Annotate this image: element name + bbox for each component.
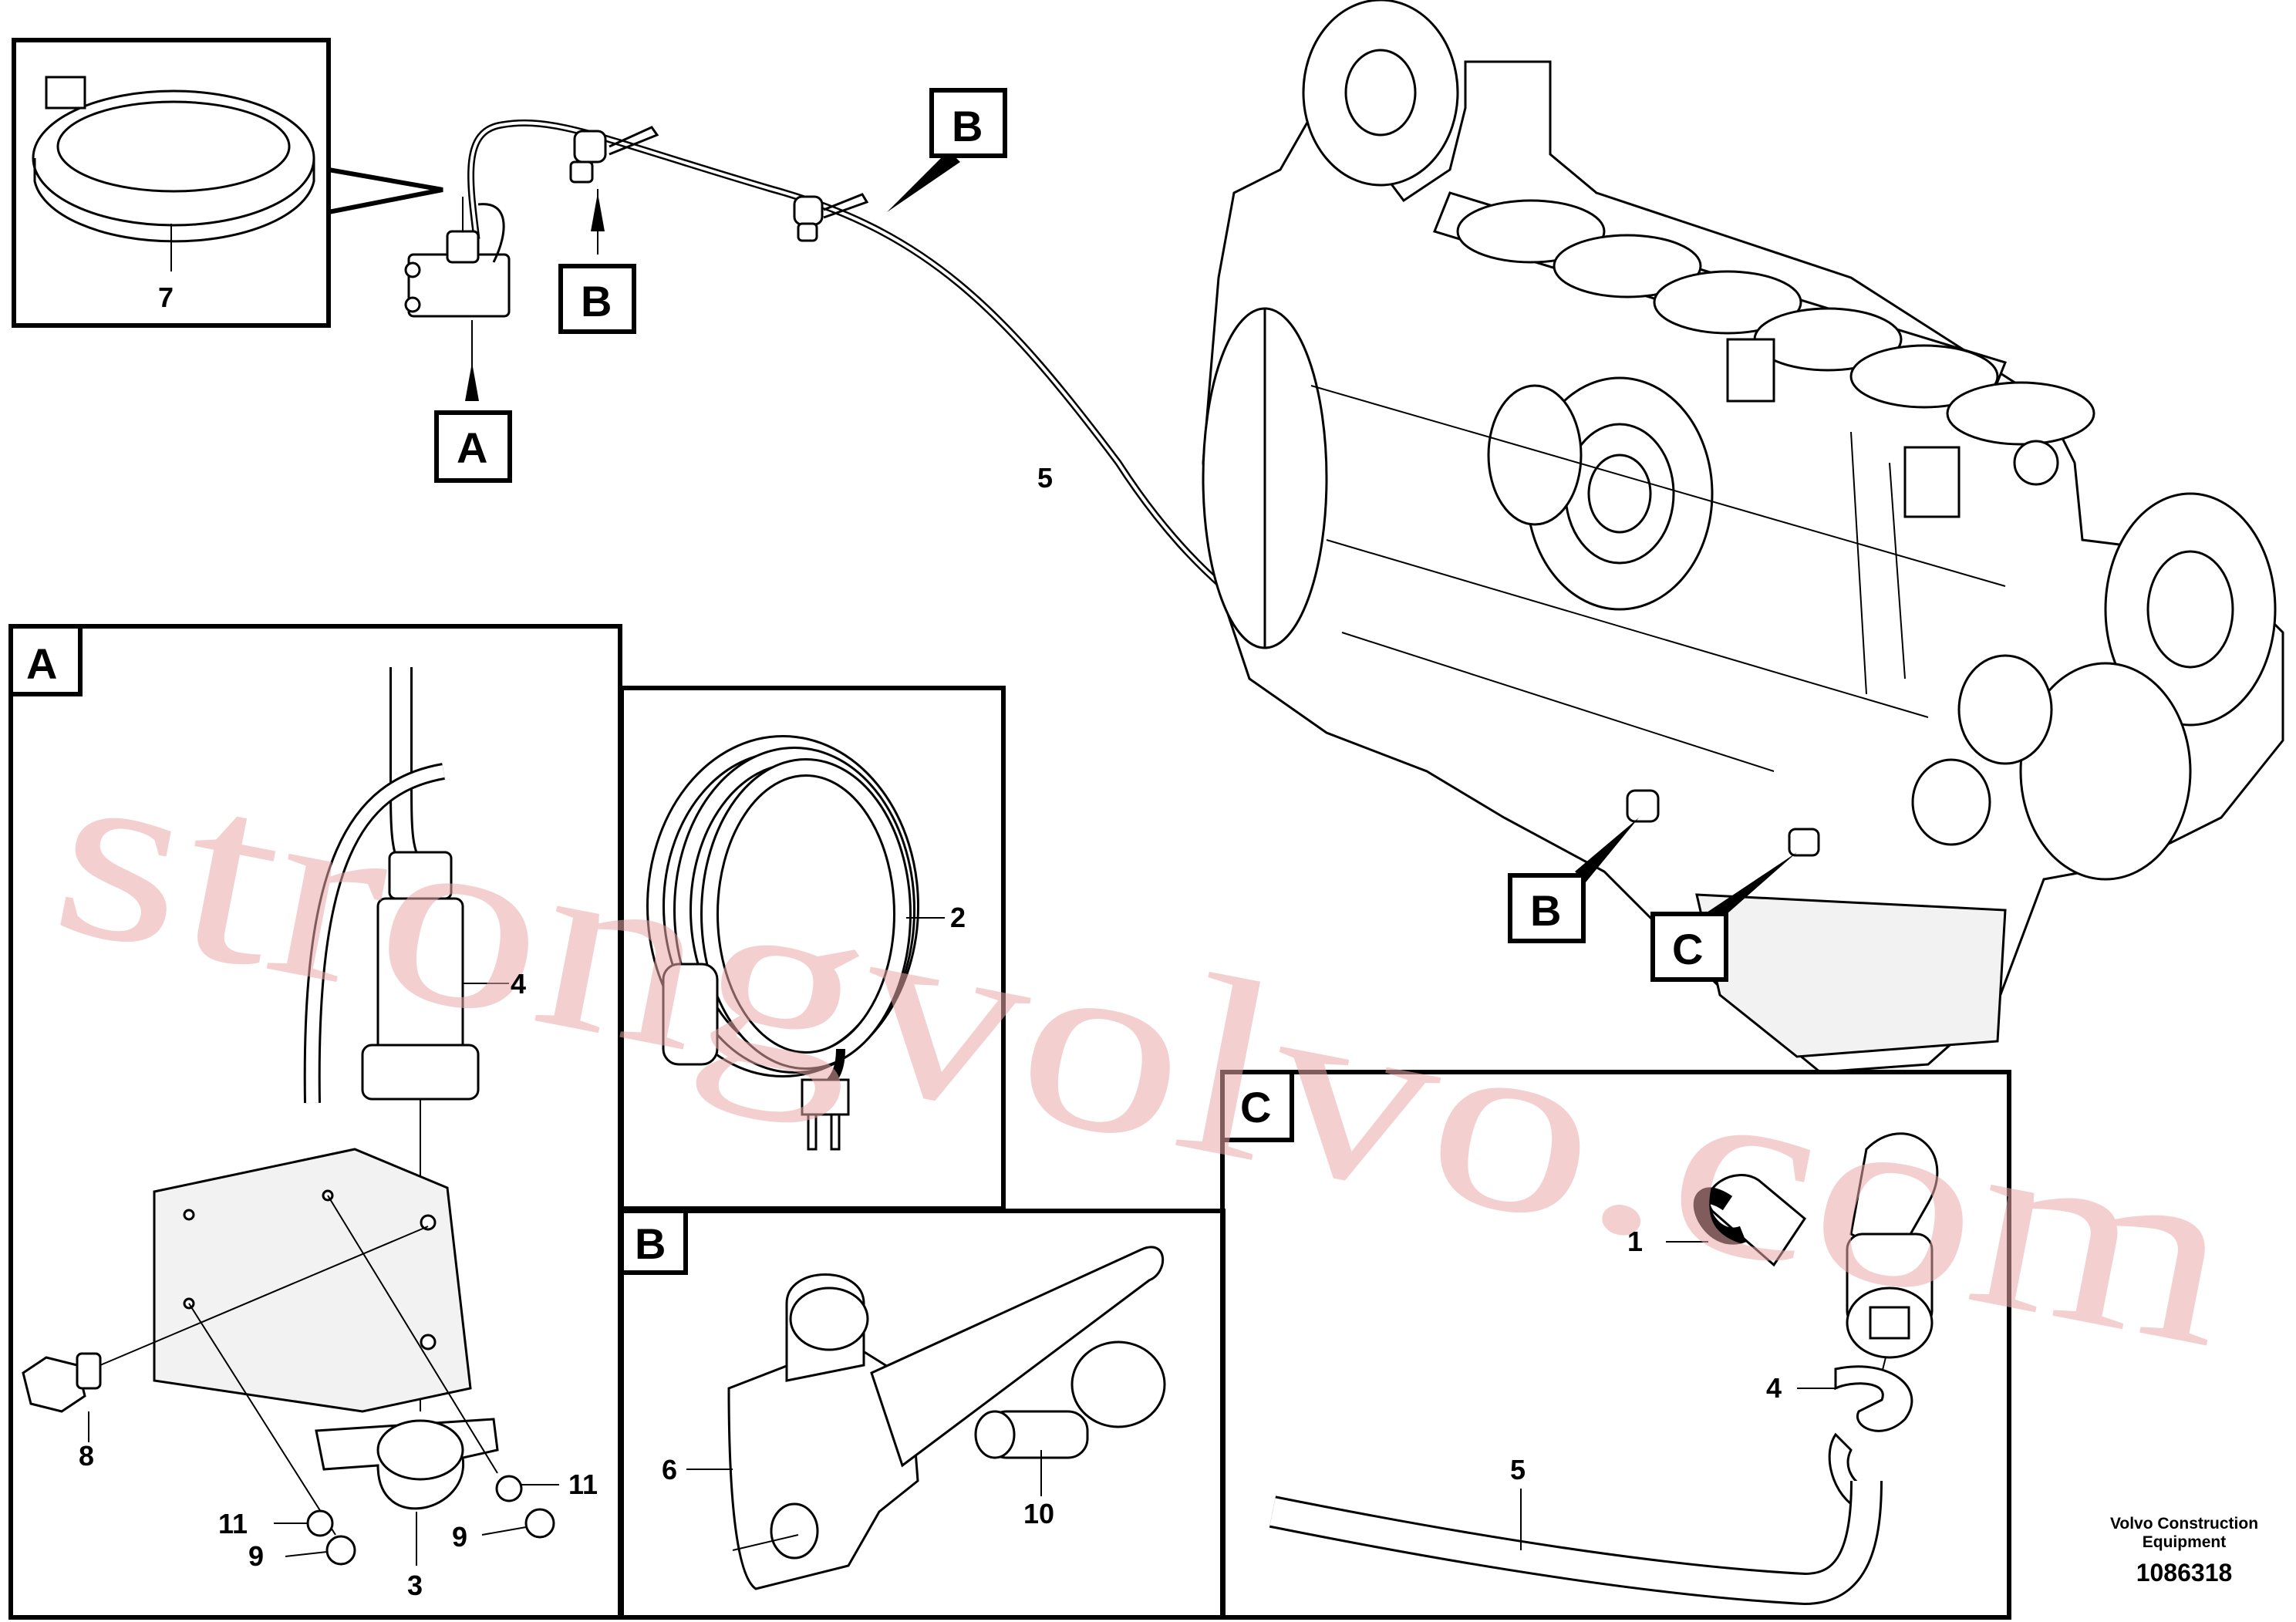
view-letter-b-left	[558, 264, 636, 334]
view-letter-c-engine	[1650, 912, 1728, 982]
callout-1: 1	[1627, 1226, 1643, 1257]
view-letter-b-upper	[929, 88, 1007, 158]
letter-b-left: B	[581, 277, 612, 325]
letter-a-pointer: A	[457, 423, 487, 472]
panel-b-letter: B	[635, 1219, 666, 1268]
callout-4-a: 4	[511, 968, 526, 1000]
panel-a	[8, 624, 622, 1620]
view-letter-a-pointer	[434, 410, 512, 483]
document-code: 1086318	[2136, 1559, 2233, 1587]
panel-b	[619, 1209, 1226, 1620]
callout-7: 7	[158, 282, 174, 313]
callout-9-left: 9	[248, 1540, 264, 1572]
caption-line1: Volvo Construction	[2110, 1515, 2258, 1533]
inset-ring-frame	[12, 38, 443, 328]
panel-a-letter: A	[26, 639, 57, 688]
callout-9-right: 9	[452, 1521, 467, 1553]
callout-11-right: 11	[568, 1469, 598, 1500]
letter-b-engine: B	[1530, 886, 1561, 935]
caption-line2: Equipment	[2143, 1533, 2227, 1551]
callout-6: 6	[662, 1454, 677, 1485]
engine-block	[1202, 0, 2284, 1074]
view-letter-b-engine	[1508, 873, 1586, 943]
callout-4-c: 4	[1766, 1372, 1782, 1404]
callout-2: 2	[950, 902, 966, 933]
callout-3: 3	[407, 1570, 423, 1601]
letter-c-engine: C	[1672, 925, 1703, 973]
panel-c	[1220, 1070, 2011, 1620]
callout-5-c: 5	[1510, 1454, 1526, 1485]
callout-11-left: 11	[218, 1508, 248, 1539]
callout-8: 8	[79, 1440, 94, 1472]
callout-10: 10	[1023, 1498, 1054, 1529]
panel-c-letter: C	[1240, 1083, 1271, 1131]
callout-5-top: 5	[1037, 462, 1053, 494]
letter-b-upper: B	[952, 102, 983, 150]
